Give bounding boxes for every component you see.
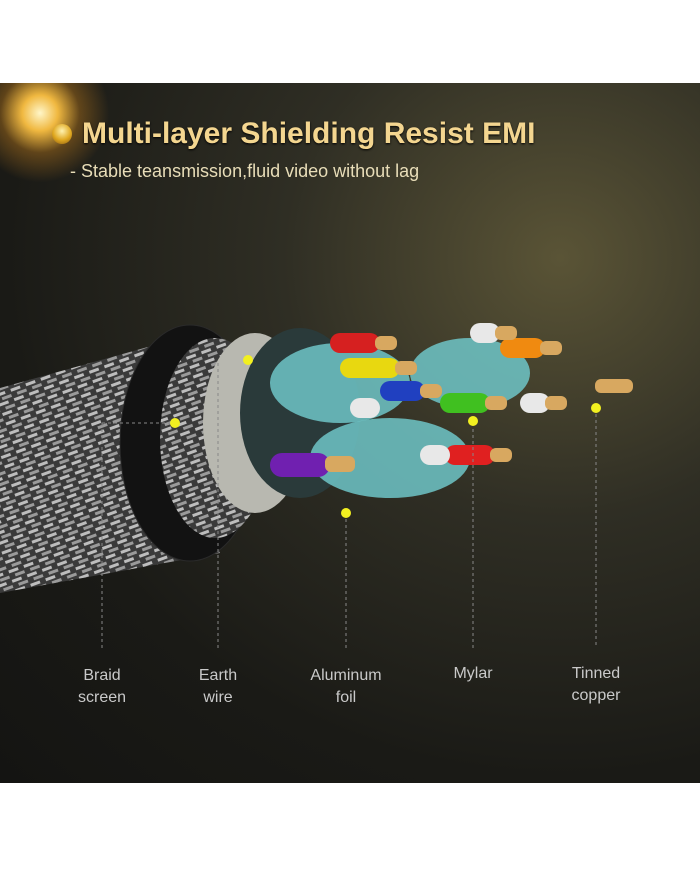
headline-text: Multi-layer Shielding Resist EMI	[82, 117, 536, 150]
wire-pairs	[270, 323, 633, 498]
cable-illustration	[0, 323, 633, 648]
label-line: Aluminum	[310, 667, 382, 684]
label-line: Earth	[198, 667, 238, 684]
marker-dots	[170, 355, 601, 518]
label-line: Mylar	[453, 665, 493, 682]
subtitle: - Stable teansmission,fluid video withou…	[70, 161, 420, 181]
label-line: copper	[571, 687, 621, 704]
headline: Multi-layer Shielding Resist EMI	[52, 117, 535, 151]
label-braid-screen: Braid screen	[47, 665, 157, 709]
callout-lines	[101, 363, 597, 648]
label-line: Braid	[83, 667, 121, 684]
product-image: Multi-layer Shielding Resist EMI - Stabl…	[0, 83, 700, 783]
label-aluminum-foil: Aluminum foil	[291, 665, 401, 709]
label-line: foil	[335, 689, 357, 706]
label-line: Tinned	[571, 665, 621, 682]
label-mylar: Mylar	[418, 663, 528, 685]
label-line: wire	[203, 689, 233, 706]
label-earth-wire: Earth wire	[163, 665, 273, 709]
label-tinned-copper: Tinned copper	[541, 663, 651, 707]
gold-bullet-icon	[52, 124, 72, 144]
label-line: screen	[77, 689, 127, 706]
